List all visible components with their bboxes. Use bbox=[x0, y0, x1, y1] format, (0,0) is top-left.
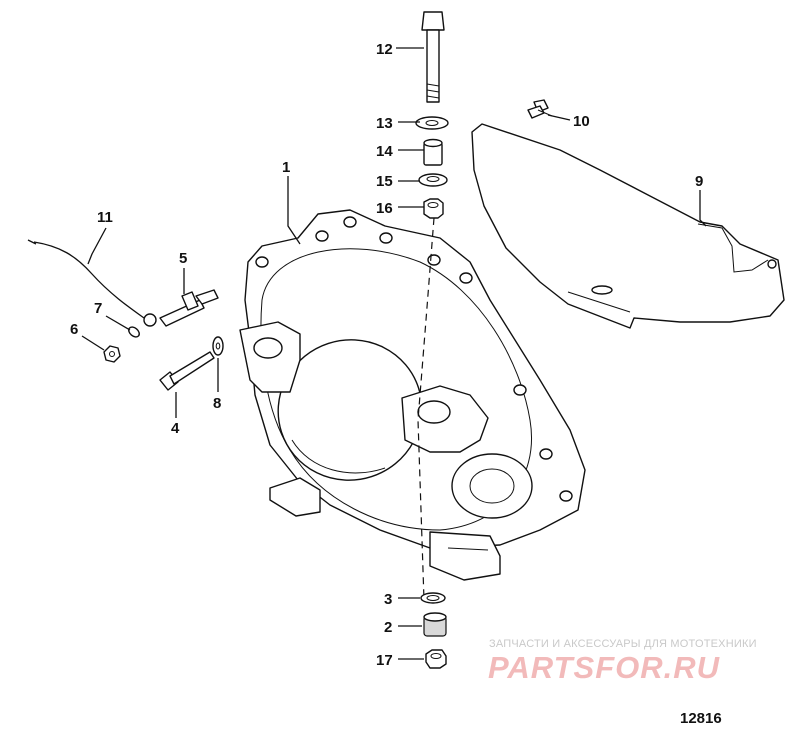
callout-6: 6 bbox=[70, 321, 78, 338]
washer-15 bbox=[418, 173, 448, 187]
callout-2: 2 bbox=[384, 619, 392, 636]
callout-10: 10 bbox=[573, 113, 590, 130]
callout-11: 11 bbox=[97, 209, 113, 226]
stud-5 bbox=[159, 289, 219, 327]
washer-7 bbox=[128, 326, 140, 338]
callout-17: 17 bbox=[376, 652, 393, 669]
callout-3: 3 bbox=[384, 591, 392, 608]
watermark-tagline: ЗАПЧАСТИ И АКСЕССУАРЫ ДЛЯ МОТОТЕХНИКИ bbox=[489, 638, 757, 650]
callout-1: 1 bbox=[282, 159, 290, 176]
callout-14: 14 bbox=[376, 143, 393, 160]
callout-13: 13 bbox=[376, 115, 393, 132]
watermark-logo: PARTSFOR.RU bbox=[488, 650, 721, 685]
leader-lines bbox=[81, 47, 707, 660]
callout-9: 9 bbox=[695, 173, 703, 190]
callout-8: 8 bbox=[213, 395, 221, 412]
washer-3 bbox=[420, 592, 446, 604]
callout-16: 16 bbox=[376, 200, 393, 217]
nut-6 bbox=[103, 345, 121, 363]
washer-13 bbox=[415, 116, 449, 130]
flywheel-housing bbox=[239, 209, 586, 581]
nut-16 bbox=[423, 198, 444, 219]
flywheel-cover-plate bbox=[471, 123, 785, 329]
callout-7: 7 bbox=[94, 300, 102, 317]
ground-cable bbox=[27, 239, 157, 327]
callout-15: 15 bbox=[376, 173, 393, 190]
callout-4: 4 bbox=[171, 420, 180, 437]
callout-12: 12 bbox=[376, 41, 393, 58]
small-bolt-10 bbox=[527, 99, 553, 119]
assembly-axis-line bbox=[417, 217, 435, 601]
bolt-4 bbox=[159, 351, 215, 391]
drawing-number: 12816 bbox=[680, 710, 722, 727]
callout-5: 5 bbox=[179, 250, 187, 267]
long-bolt bbox=[421, 11, 445, 103]
mount-2 bbox=[423, 612, 447, 637]
washer-8 bbox=[212, 336, 224, 356]
spacer-14 bbox=[423, 138, 443, 166]
nut-17 bbox=[425, 649, 447, 669]
